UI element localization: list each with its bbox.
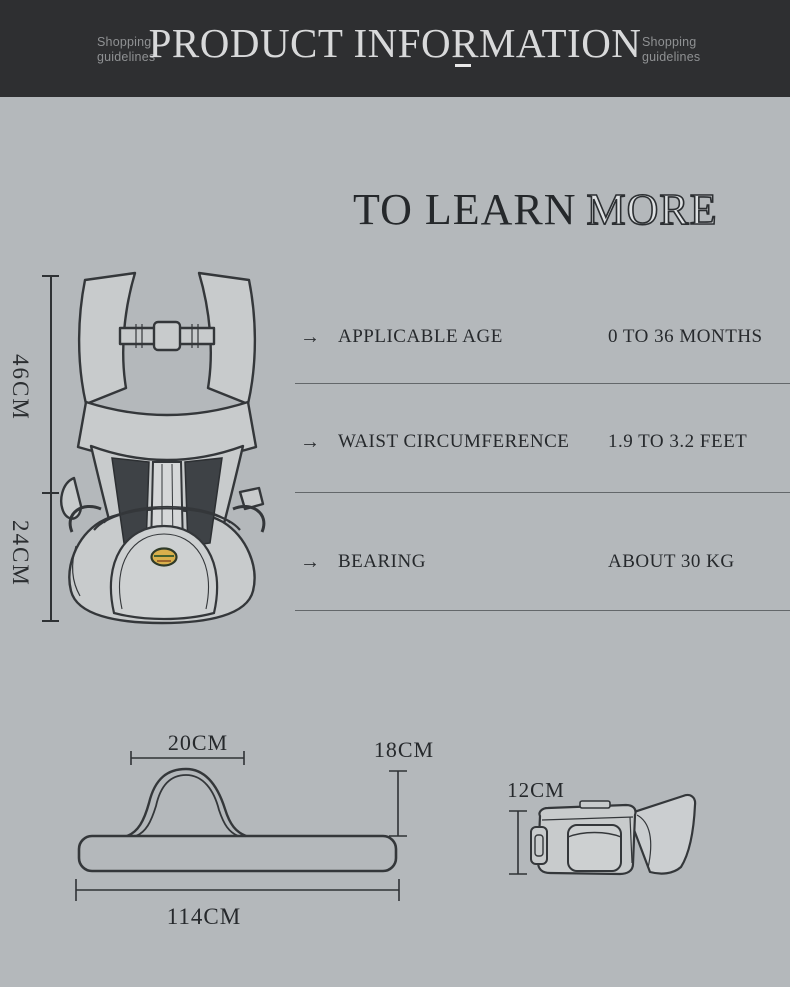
page-title: PRODUCT INFORMATION [148, 20, 642, 66]
heading-solid-text: TO LEARN [353, 185, 577, 234]
belt-body [77, 834, 398, 873]
dimension-label-18cm: 18CM [374, 737, 434, 762]
hipseat-seat-wedge [626, 793, 697, 875]
carrier-illustration [60, 271, 266, 625]
hipseat-diagram: 12CM [507, 778, 697, 876]
pouch-side-seam [71, 545, 81, 597]
spec-value: ABOUT 30 KG [608, 551, 735, 572]
shopping-guidelines-right: Shopping guidelines [642, 35, 700, 65]
seat-rim-inner [103, 505, 231, 524]
hipseat-edge-seam [629, 816, 633, 864]
ruler-tick-middle [42, 492, 59, 494]
spec-row-applicable-age: → APPLICABLE AGE 0 TO 36 MONTHS [295, 326, 790, 354]
spec-row-bearing: → BEARING ABOUT 30 KG [295, 551, 790, 579]
dimension-label-20cm: 20CM [168, 730, 228, 755]
dimension-line-12cm [509, 810, 527, 875]
dimension-line-18cm [389, 770, 407, 837]
dimension-label-46cm: 46CM [8, 354, 33, 421]
waist-belt-diagram: 20CM 18CM 114CM [75, 730, 434, 929]
badge-line: guidelines [642, 50, 701, 64]
arrow-icon: → [300, 551, 321, 573]
chest-buckle [152, 320, 182, 352]
dimension-label-12cm: 12CM [507, 778, 565, 802]
arrow-icon: → [300, 326, 321, 348]
belt-handle-inner [135, 774, 239, 837]
spec-value: 0 TO 36 MONTHS [608, 326, 763, 347]
hipseat-pocket [567, 824, 622, 872]
spec-label: BEARING [338, 551, 426, 572]
spec-divider [295, 610, 790, 611]
pouch-front-dome [109, 524, 219, 621]
ruler-tick-bottom [42, 620, 59, 622]
hipseat-pocket-flap [567, 831, 622, 838]
badge-line: Shopping [642, 35, 697, 49]
dimension-line-114cm [75, 879, 400, 901]
hipseat-top-seam [541, 816, 634, 821]
spec-divider [295, 492, 790, 493]
carrier-left-side-tab [60, 476, 83, 520]
carrier-right-side-tab [238, 486, 265, 511]
hipseat-left-cap [530, 826, 548, 865]
spec-value: 1.9 TO 3.2 FEET [608, 431, 748, 452]
pouch-dome-seam [118, 533, 210, 610]
ruler-line [50, 275, 52, 622]
belt-handle-outer [126, 767, 247, 838]
spec-label: APPLICABLE AGE [338, 326, 503, 347]
hipseat-cap-notch [534, 834, 544, 857]
hipseat-top-tab [579, 800, 611, 809]
title-underline-accent [455, 64, 471, 67]
dimension-label-114cm: 114CM [167, 904, 241, 929]
dimension-label-24cm: 24CM [8, 520, 33, 587]
mesh-panel-right [184, 457, 223, 547]
heading-outline-text: MORE [586, 184, 718, 235]
pouch-left-handle [68, 505, 102, 533]
pouch-right-handle [232, 505, 266, 533]
badge-line: Shopping [97, 35, 152, 49]
spec-label: WAIST CIRCUMFERENCE [338, 431, 570, 452]
dimension-line-20cm [130, 751, 245, 765]
spec-divider [295, 383, 790, 384]
badge-line: guidelines [97, 50, 156, 64]
height-ruler [42, 275, 60, 622]
arrow-icon: → [300, 431, 321, 453]
hipseat-wedge-seam [636, 814, 652, 869]
ruler-tick-top [42, 275, 59, 277]
header: Shopping guidelines PRODUCT INFORMATION … [0, 0, 790, 97]
shopping-guidelines-left: Shopping guidelines [97, 35, 155, 65]
spec-row-waist-circumference: → WAIST CIRCUMFERENCE 1.9 TO 3.2 FEET [295, 431, 790, 459]
